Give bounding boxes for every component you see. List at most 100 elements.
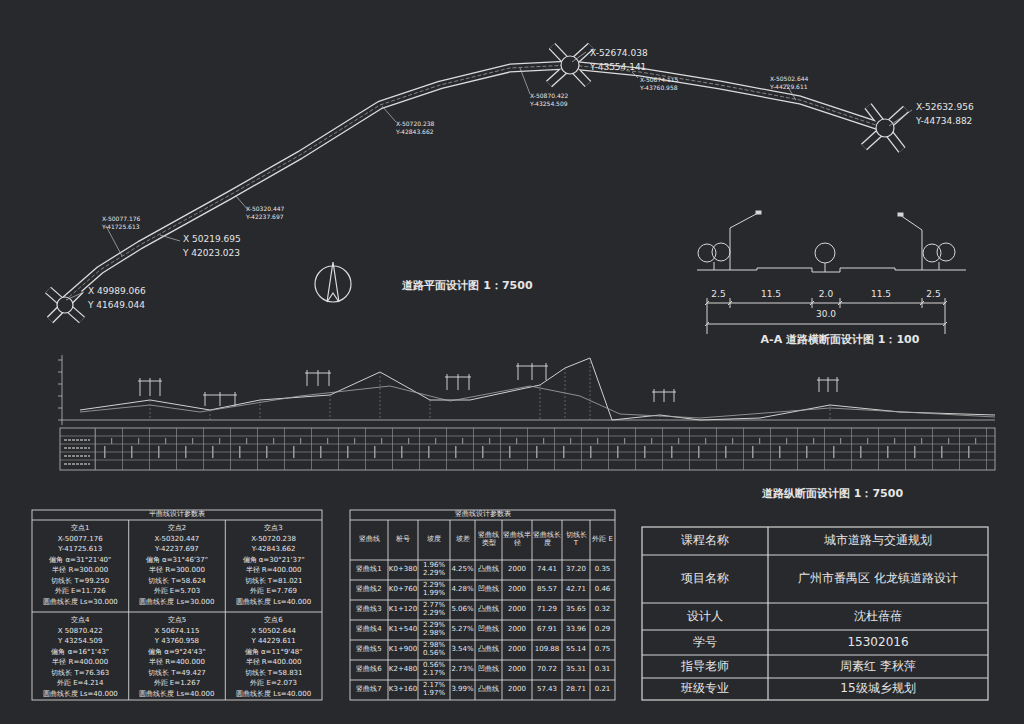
label-text: 外距 E=7.769 xyxy=(226,587,321,597)
label-text: 0.35 xyxy=(591,561,614,579)
label-text: Y 42023.023 xyxy=(183,248,240,258)
label-text: 半径 R=400.000 xyxy=(226,658,321,668)
label-text: 竖曲线半径 xyxy=(503,521,531,559)
label-text: Y-42237.697 xyxy=(246,214,284,221)
label-text: 竖曲线 xyxy=(351,521,387,559)
label-text: Y-41725.613 xyxy=(102,224,140,231)
road-plan xyxy=(48,46,906,320)
label-text: 0.29 xyxy=(591,621,614,639)
label-text: 圆曲线长度 Ls=30.000 xyxy=(130,598,225,608)
label-text: 0.46 xyxy=(591,581,614,599)
label-text: 4.28% xyxy=(451,581,474,599)
label-text: 城市道路与交通规划 xyxy=(770,528,986,554)
label-text: 85.57 xyxy=(533,581,561,599)
label-text: 班级专业 xyxy=(644,679,766,699)
label-text: 外距 E xyxy=(591,521,614,559)
label-text: Y-43554.141 xyxy=(590,62,646,72)
label-text: X-50320.447 xyxy=(130,535,225,545)
label-text: 竖曲线3 xyxy=(351,601,387,619)
label-text: 11.5 xyxy=(756,289,786,300)
label-text: 0.31 xyxy=(591,661,614,679)
label-text: X-50870.422 xyxy=(530,93,568,100)
label-text: 外距 E=2.073 xyxy=(226,679,321,689)
label-text: 凹曲线 xyxy=(476,661,501,679)
label-text: X-50502.644 xyxy=(770,76,808,83)
label-text: 5.06% xyxy=(451,601,474,619)
label-text: 外距 E=5.703 xyxy=(130,587,225,597)
label-text: X-50077.176 xyxy=(33,535,128,545)
label-text: 切线长 T=49.427 xyxy=(130,669,225,679)
label-text: Y-44229.611 xyxy=(770,84,808,91)
label-text: 沈杜蓓蓓 xyxy=(770,604,986,629)
label-text: X-50077.176 xyxy=(102,216,140,223)
label-text: 1.96% 2.29% xyxy=(419,561,449,579)
label-text: 2000 xyxy=(503,661,531,679)
label-text: 竖曲线5 xyxy=(351,641,387,659)
label-text: 项目名称 xyxy=(644,556,766,602)
label-text: 偏角 α=31°46'37" xyxy=(130,556,225,566)
label-text: 凸曲线 xyxy=(476,641,501,659)
label-text: 竖曲线类型 xyxy=(476,521,501,559)
label-text: Y-44734.882 xyxy=(916,116,972,126)
label-text: X-52632.956 xyxy=(916,102,974,112)
label-text: Y-42843.662 xyxy=(226,545,321,555)
label-text: 2.77% 2.29% xyxy=(419,601,449,619)
label-text: 偏角 α=11°9'48" xyxy=(226,648,321,658)
label-text: 凸曲线 xyxy=(476,561,501,579)
label-text: 竖曲线7 xyxy=(351,681,387,699)
label-text: 55.14 xyxy=(563,641,589,659)
label-text: Y 44229.611 xyxy=(226,637,321,647)
table-grid xyxy=(350,510,615,700)
label-text: 切线长 T=99.250 xyxy=(33,577,128,587)
label-text: K1+900 xyxy=(389,641,417,659)
label-text: 2000 xyxy=(503,581,531,599)
label-text: 交点6 xyxy=(226,616,321,626)
label-text: 凸曲线 xyxy=(476,681,501,699)
label-text: 桩号 xyxy=(389,521,417,559)
label-text: Y-42843.662 xyxy=(396,129,434,136)
label-text: 凸曲线 xyxy=(476,601,501,619)
label-text: Y-43760.958 xyxy=(640,85,678,92)
label-text: 竖曲线设计参数表 xyxy=(350,510,615,520)
label-text: X 50870.422 xyxy=(33,627,128,637)
label-text: X 50502.644 xyxy=(226,627,321,637)
label-text: 圆曲线长度 Ls=40.000 xyxy=(226,598,321,608)
label-text: 偏角 α=30°21'37" xyxy=(226,556,321,566)
label-text: 切线长 T=58.831 xyxy=(226,669,321,679)
label-text: 30.0 xyxy=(811,308,841,320)
label-text: 平曲线设计参数表 xyxy=(32,510,322,520)
label-text: 指导老师 xyxy=(644,656,766,677)
label-text: 3.99% xyxy=(451,681,474,699)
label-text: 竖曲线2 xyxy=(351,581,387,599)
label-text: Y-42237.697 xyxy=(130,545,225,555)
label-text: 15级城乡规划 xyxy=(770,679,986,699)
title-block xyxy=(642,527,988,700)
label-text: X-50720.238 xyxy=(226,535,321,545)
label-text: 圆曲线长度 Ls=40.000 xyxy=(33,690,128,700)
label-text: 竖曲线4 xyxy=(351,621,387,639)
label-text: 2.98% 0.56% xyxy=(419,641,449,659)
label-text: 交点2 xyxy=(130,524,225,534)
label-text: 坡度 xyxy=(419,521,449,559)
label-text: Y 43254.509 xyxy=(33,637,128,647)
label-text: X-50674.115 xyxy=(640,77,678,84)
label-text: 半径 R=300.000 xyxy=(130,566,225,576)
label-text: Y-41725.613 xyxy=(33,545,128,555)
label-text: 交点3 xyxy=(226,524,321,534)
label-text: 2.0 xyxy=(811,289,841,300)
label-text: Y 41649.044 xyxy=(88,300,145,310)
label-text: 圆曲线长度 Ls=30.000 xyxy=(33,598,128,608)
label-text: X-52674.038 xyxy=(590,48,648,58)
label-text: 圆曲线长度 Ls=40.000 xyxy=(226,690,321,700)
label-text: 37.20 xyxy=(563,561,589,579)
label-text: 学号 xyxy=(644,631,766,654)
label-text: 11.5 xyxy=(866,289,896,300)
label-text: 35.31 xyxy=(563,661,589,679)
label-text: 70.72 xyxy=(533,661,561,679)
leader-lines xyxy=(66,52,912,300)
label-text: 2000 xyxy=(503,561,531,579)
label-text: K1+120 xyxy=(389,601,417,619)
label-text: 切线长 T xyxy=(563,521,589,559)
label-text: 竖曲线1 xyxy=(351,561,387,579)
